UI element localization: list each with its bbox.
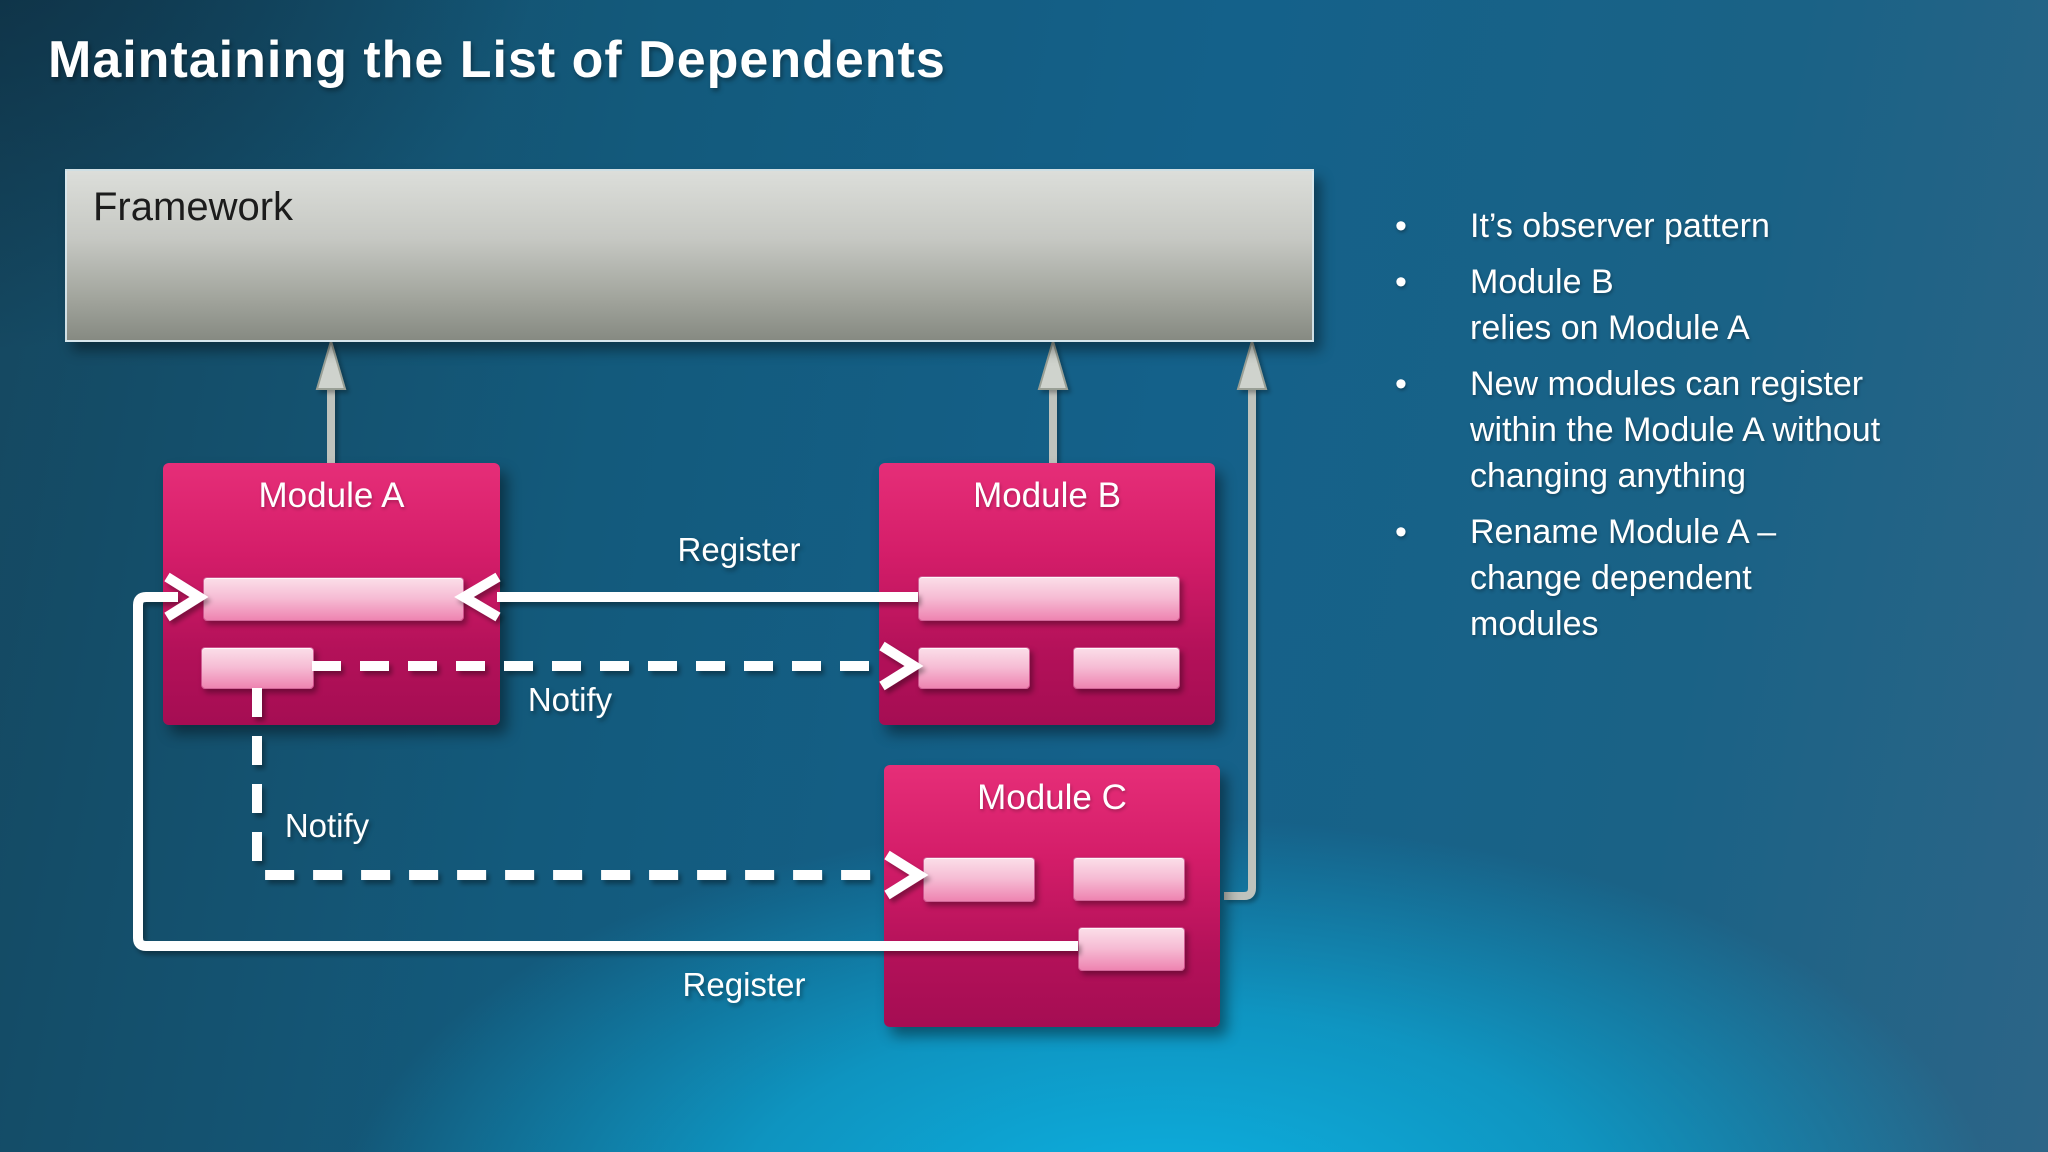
module-c-title: Module C	[977, 778, 1127, 817]
bullet-text: Rename Module A – change dependent modul…	[1470, 513, 1777, 643]
edge-label-register-c-to-a: Register	[682, 966, 806, 1003]
notify-arrowhead-into-module-b	[879, 641, 924, 691]
module-a-title: Module A	[258, 476, 405, 515]
bullet-marker: •	[1395, 365, 1407, 403]
arrow-line-module-c-to-framework	[1224, 386, 1256, 900]
register-arrowhead-into-module-a-right	[454, 572, 501, 622]
edge-label-notify-a-to-c: Notify	[284, 807, 370, 844]
module-a-box: Module A	[163, 463, 500, 725]
module-b-listener-bar	[918, 647, 1030, 689]
notify-arrowhead-into-module-c	[884, 850, 929, 900]
framework-label: Framework	[93, 185, 294, 229]
framework-box: Framework	[65, 169, 1314, 342]
arrowhead-into-framework-from-b	[1037, 337, 1069, 390]
edge-label-notify-a-to-b: Notify	[527, 681, 613, 718]
bullet-text: Module B relies on Module A	[1470, 263, 1750, 347]
module-b-register-bar	[918, 576, 1180, 621]
bullet-text: New modules can register within the Modu…	[1470, 365, 1881, 495]
bullet-item: • Module B relies on Module A	[1395, 259, 2025, 351]
bullet-item: • It’s observer pattern	[1395, 203, 2025, 249]
module-b-title: Module B	[973, 476, 1121, 515]
module-c-extra-bar	[1073, 857, 1185, 901]
bullet-marker: •	[1395, 207, 1407, 245]
module-b-box: Module B	[879, 463, 1215, 725]
arrowhead-into-framework-from-a	[315, 337, 347, 390]
edge-label-register-b-to-a: Register	[677, 531, 801, 568]
bullet-text: It’s observer pattern	[1470, 207, 1770, 245]
bullet-marker: •	[1395, 263, 1407, 301]
bullet-marker: •	[1395, 513, 1407, 551]
bullet-item: • New modules can register within the Mo…	[1395, 361, 2025, 499]
slide-title: Maintaining the List of Dependents	[48, 31, 946, 89]
register-arrowhead-into-module-a-left	[164, 572, 209, 622]
module-c-register-bar	[1078, 927, 1185, 971]
module-b-extra-bar	[1073, 647, 1180, 689]
register-line-c-to-a	[133, 592, 1078, 951]
arrowhead-into-framework-from-c	[1236, 337, 1268, 390]
module-c-box: Module C	[884, 765, 1220, 1027]
module-c-listener-bar	[923, 857, 1035, 902]
bullet-list: • It’s observer pattern • Module B relie…	[1395, 203, 2025, 657]
bullet-item: • Rename Module A – change dependent mod…	[1395, 509, 2025, 647]
